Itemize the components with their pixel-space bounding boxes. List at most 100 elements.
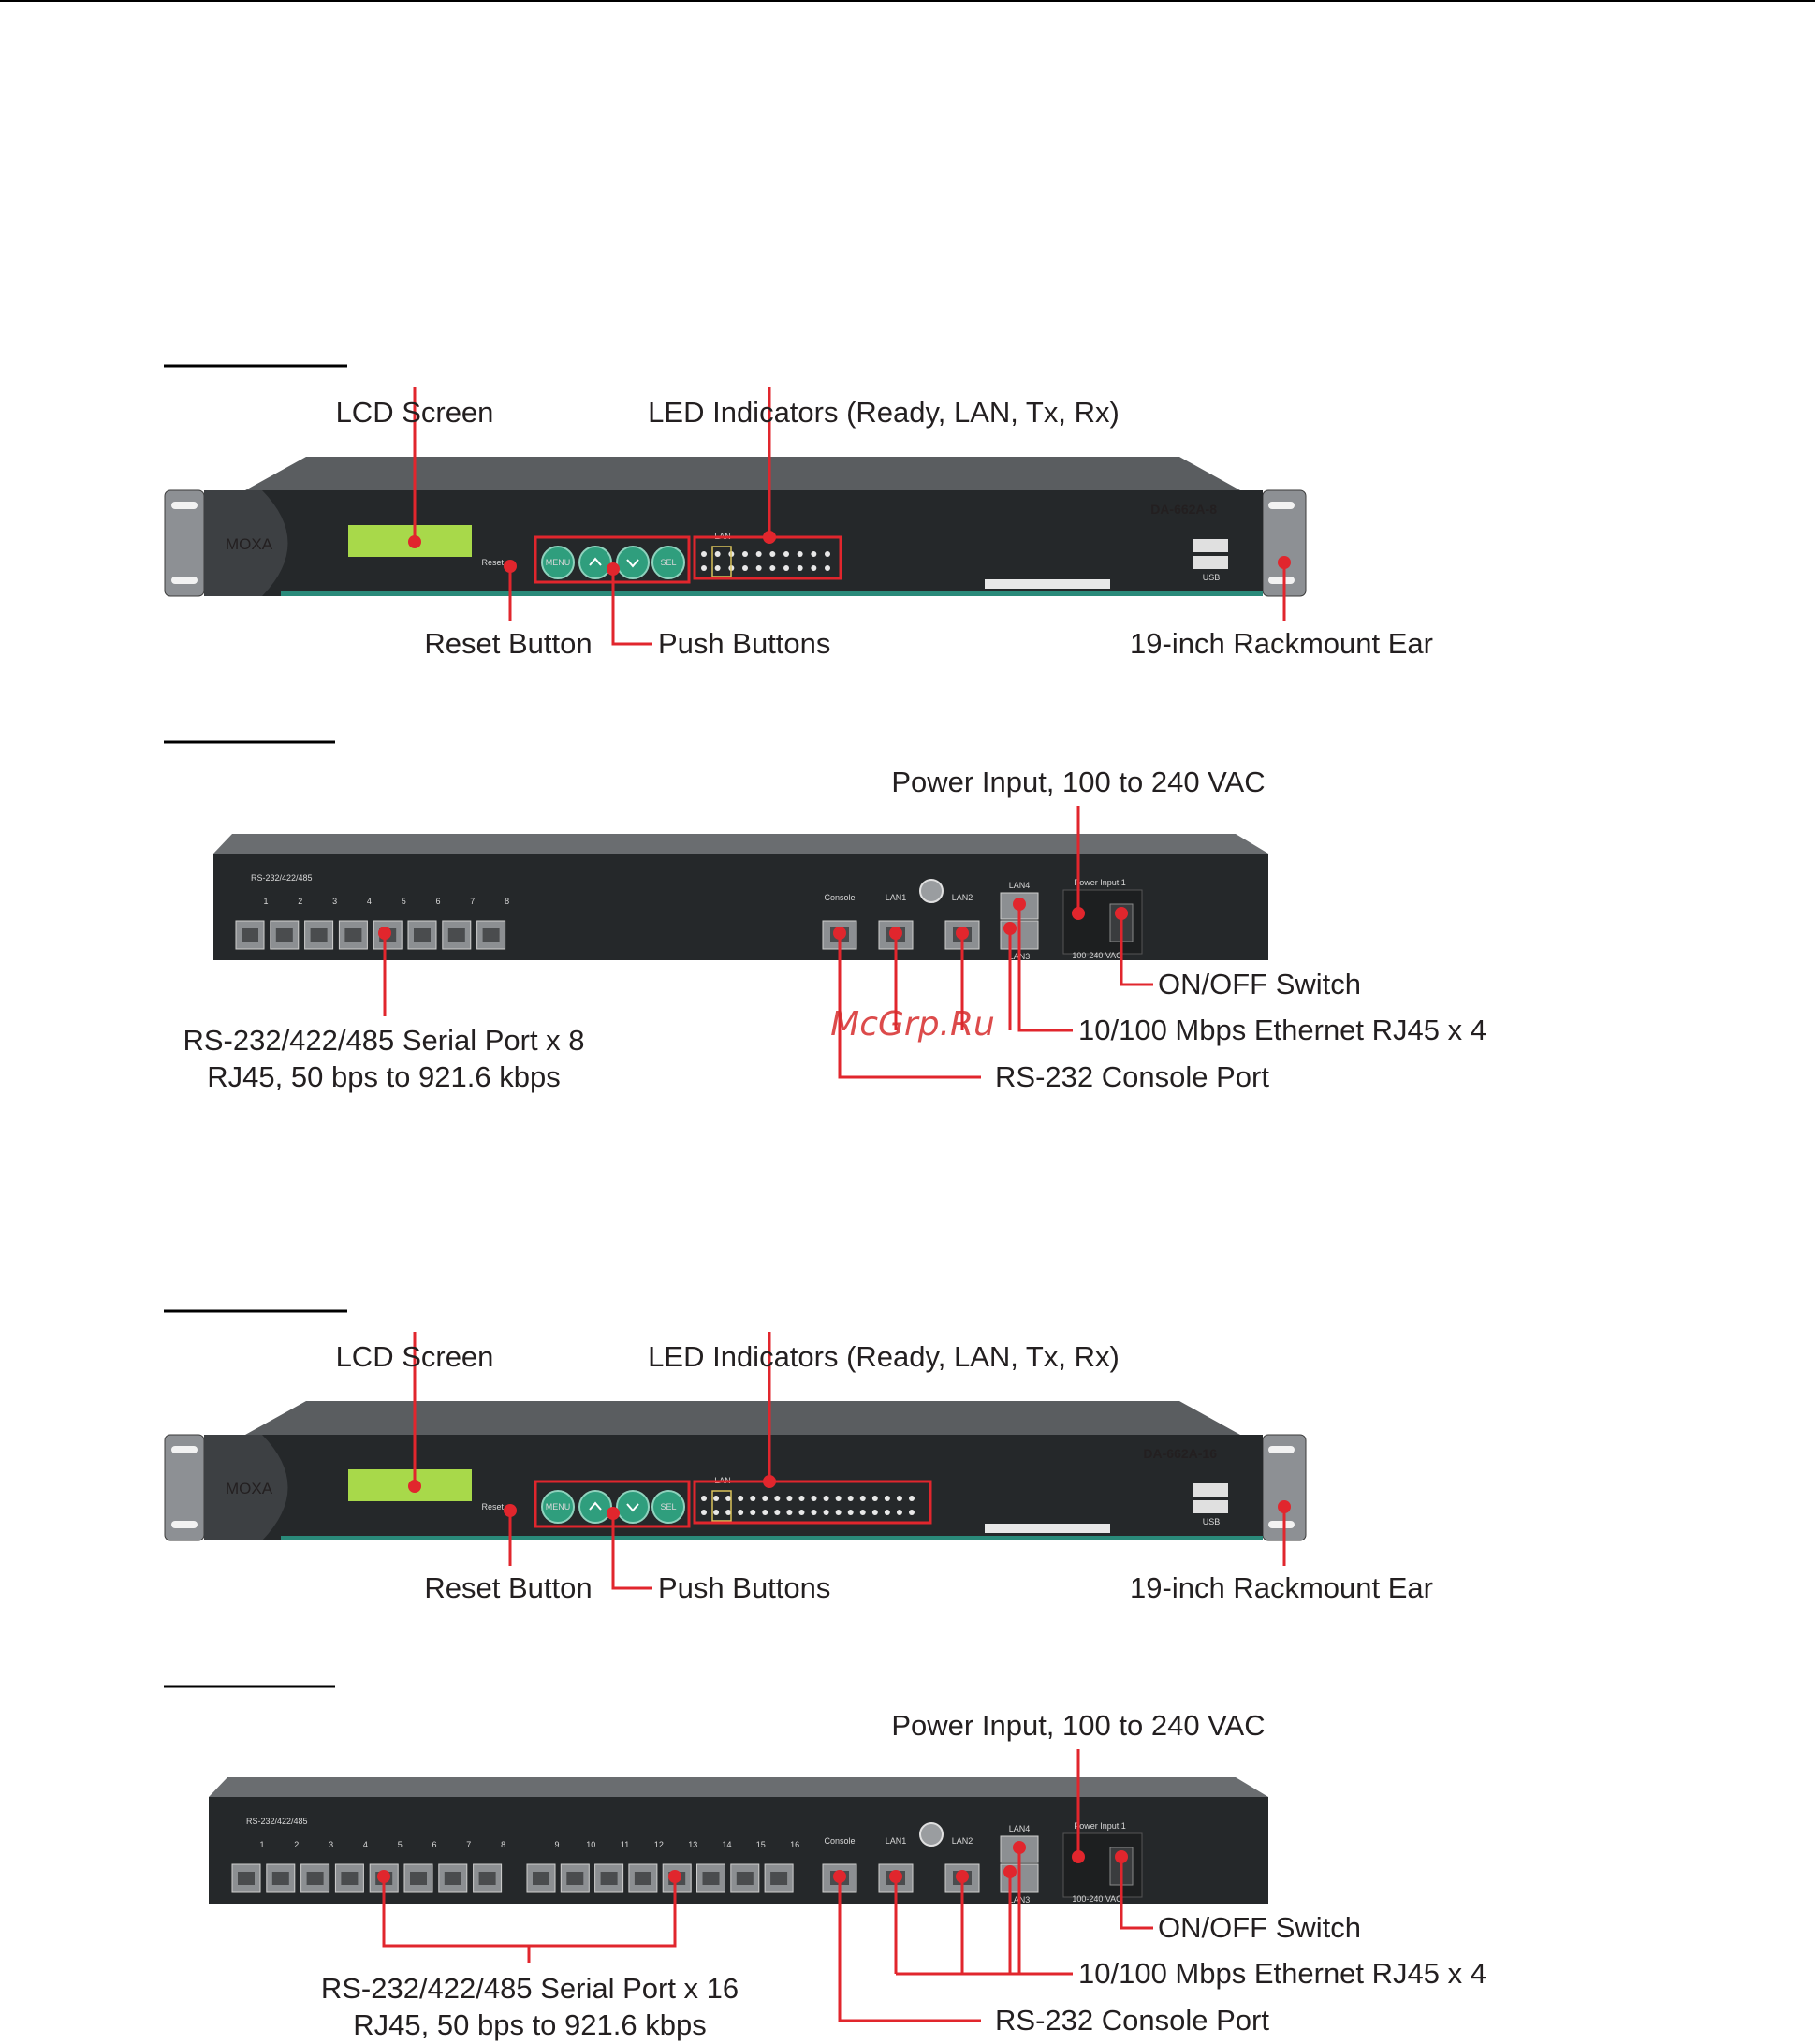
serial-port-spec-label: RJ45, 50 bps to 921.6 kbps bbox=[353, 2008, 706, 2041]
serial-port-label: RS-232/422/485 Serial Port x 16 bbox=[321, 1972, 739, 2005]
lan2-callout-dot bbox=[956, 1870, 969, 1883]
moxa-logo: MOXA bbox=[226, 535, 273, 553]
page-top-rule bbox=[0, 0, 1815, 2]
led-indicator bbox=[786, 1496, 793, 1501]
serial-callout-dot bbox=[378, 927, 391, 940]
rackmount-ear-label: 19-inch Rackmount Ear bbox=[1130, 1571, 1433, 1604]
switch-callout-line bbox=[1120, 1857, 1153, 1930]
lan2-port-label: LAN2 bbox=[952, 893, 973, 902]
serial-port-number: 15 bbox=[756, 1840, 766, 1849]
on-off-switch-label: ON/OFF Switch bbox=[1158, 1911, 1361, 1944]
lan2-port-label: LAN2 bbox=[952, 1836, 973, 1846]
lan-led-group bbox=[711, 546, 732, 577]
lan1-port-label: LAN1 bbox=[886, 893, 907, 902]
push-callout-dot bbox=[607, 562, 620, 576]
led-indicator bbox=[783, 565, 789, 571]
serial-port bbox=[730, 1863, 760, 1893]
led-indicator bbox=[909, 1496, 915, 1501]
led-indicator bbox=[738, 1496, 744, 1501]
serial-port-number: 2 bbox=[294, 1840, 299, 1849]
lcd-callout-dot bbox=[408, 1480, 421, 1493]
usb-port bbox=[1193, 539, 1228, 552]
lan4-callout-dot bbox=[1013, 1841, 1026, 1854]
serial-port-socket bbox=[414, 928, 431, 942]
console-callout-line bbox=[838, 1876, 981, 2022]
lan1-callout-dot bbox=[889, 1870, 902, 1883]
led-indicator bbox=[713, 1496, 720, 1501]
push-callout-line bbox=[611, 569, 652, 646]
led-indicator bbox=[769, 565, 776, 571]
serial-port-socket bbox=[478, 1872, 496, 1885]
serial-port bbox=[231, 1863, 261, 1893]
lcd-screen-label: LCD Screen bbox=[336, 1340, 494, 1373]
led-indicator bbox=[755, 565, 762, 571]
console-port-label: RS-232 Console Port bbox=[995, 1060, 1269, 1093]
chevron-down-icon bbox=[626, 1503, 639, 1512]
led-indicator bbox=[742, 565, 748, 571]
chassis-top bbox=[245, 1401, 1240, 1435]
serial-port-socket bbox=[344, 928, 362, 942]
serial-port-number: 7 bbox=[466, 1840, 471, 1849]
push-button-label: MENU bbox=[546, 1502, 571, 1511]
led-indicator bbox=[738, 1510, 744, 1515]
led-indicator bbox=[714, 565, 721, 571]
serial-port-socket bbox=[702, 1872, 720, 1885]
push-callout-dot bbox=[607, 1507, 620, 1520]
serial-header-text: RS-232/422/485 bbox=[246, 1817, 308, 1826]
lcd-callout-dot bbox=[408, 535, 421, 548]
serial-port-number: 5 bbox=[398, 1840, 403, 1849]
led-indicator bbox=[859, 1496, 866, 1501]
ear-slot bbox=[171, 502, 198, 509]
led-indicator bbox=[701, 1496, 707, 1501]
led-callout-dot bbox=[763, 1475, 776, 1488]
ear-slot bbox=[171, 1446, 198, 1453]
led-indicator bbox=[725, 1496, 732, 1501]
serial-port-socket bbox=[271, 1872, 289, 1885]
moxa-logo: MOXA bbox=[226, 1480, 273, 1497]
led-indicator bbox=[797, 565, 803, 571]
power-callout-dot bbox=[1072, 1850, 1085, 1863]
push-button-label: SEL bbox=[660, 1502, 676, 1511]
serial-port bbox=[438, 1863, 468, 1893]
led-indicator bbox=[871, 1496, 878, 1501]
switch-callout-dot bbox=[1115, 907, 1128, 920]
led-indicator bbox=[783, 551, 789, 557]
led-indicator bbox=[884, 1510, 890, 1515]
led-indicator bbox=[713, 1510, 720, 1515]
ear-slot bbox=[1268, 1446, 1295, 1453]
serial-port-socket bbox=[736, 1872, 754, 1885]
serial-port-socket bbox=[310, 928, 328, 942]
lan4-callout-dot bbox=[1013, 898, 1026, 911]
push-button-sel bbox=[651, 546, 685, 579]
serial-port-number: 9 bbox=[554, 1840, 559, 1849]
push-button-down bbox=[616, 546, 650, 579]
serial-port-number: 7 bbox=[470, 897, 475, 906]
reset-button-label: Reset Button bbox=[424, 627, 592, 660]
ear-slot bbox=[171, 577, 198, 584]
serial-port-socket bbox=[600, 1872, 618, 1885]
console-port-label: Console bbox=[824, 1836, 855, 1846]
led-indicator bbox=[859, 1510, 866, 1515]
push-buttons-label: Push Buttons bbox=[658, 627, 830, 660]
led-indicator bbox=[714, 551, 721, 557]
chassis-top bbox=[245, 457, 1240, 490]
led-indicator bbox=[701, 1510, 707, 1515]
led-indicators-label: LED Indicators (Ready, LAN, Tx, Rx) bbox=[648, 1340, 1120, 1373]
serial-port-number: 16 bbox=[790, 1840, 799, 1849]
switch-callout-dot bbox=[1115, 1850, 1128, 1863]
power-input-label: Power Input, 100 to 240 VAC bbox=[891, 1709, 1265, 1742]
ethernet-callout-main bbox=[1017, 904, 1073, 1032]
serial-port-number: 5 bbox=[402, 897, 406, 906]
expansion-slot bbox=[985, 579, 1110, 589]
switch-callout-line bbox=[1120, 913, 1153, 986]
serial-port-socket bbox=[410, 1872, 427, 1885]
push-button-label: MENU bbox=[546, 558, 571, 567]
led-indicator bbox=[871, 1510, 878, 1515]
push-callout-line bbox=[611, 1513, 652, 1590]
led-indicator bbox=[742, 551, 748, 557]
push-button-label: SEL bbox=[660, 558, 676, 567]
push-button-up bbox=[578, 1490, 612, 1524]
ear-slot bbox=[1268, 502, 1295, 509]
